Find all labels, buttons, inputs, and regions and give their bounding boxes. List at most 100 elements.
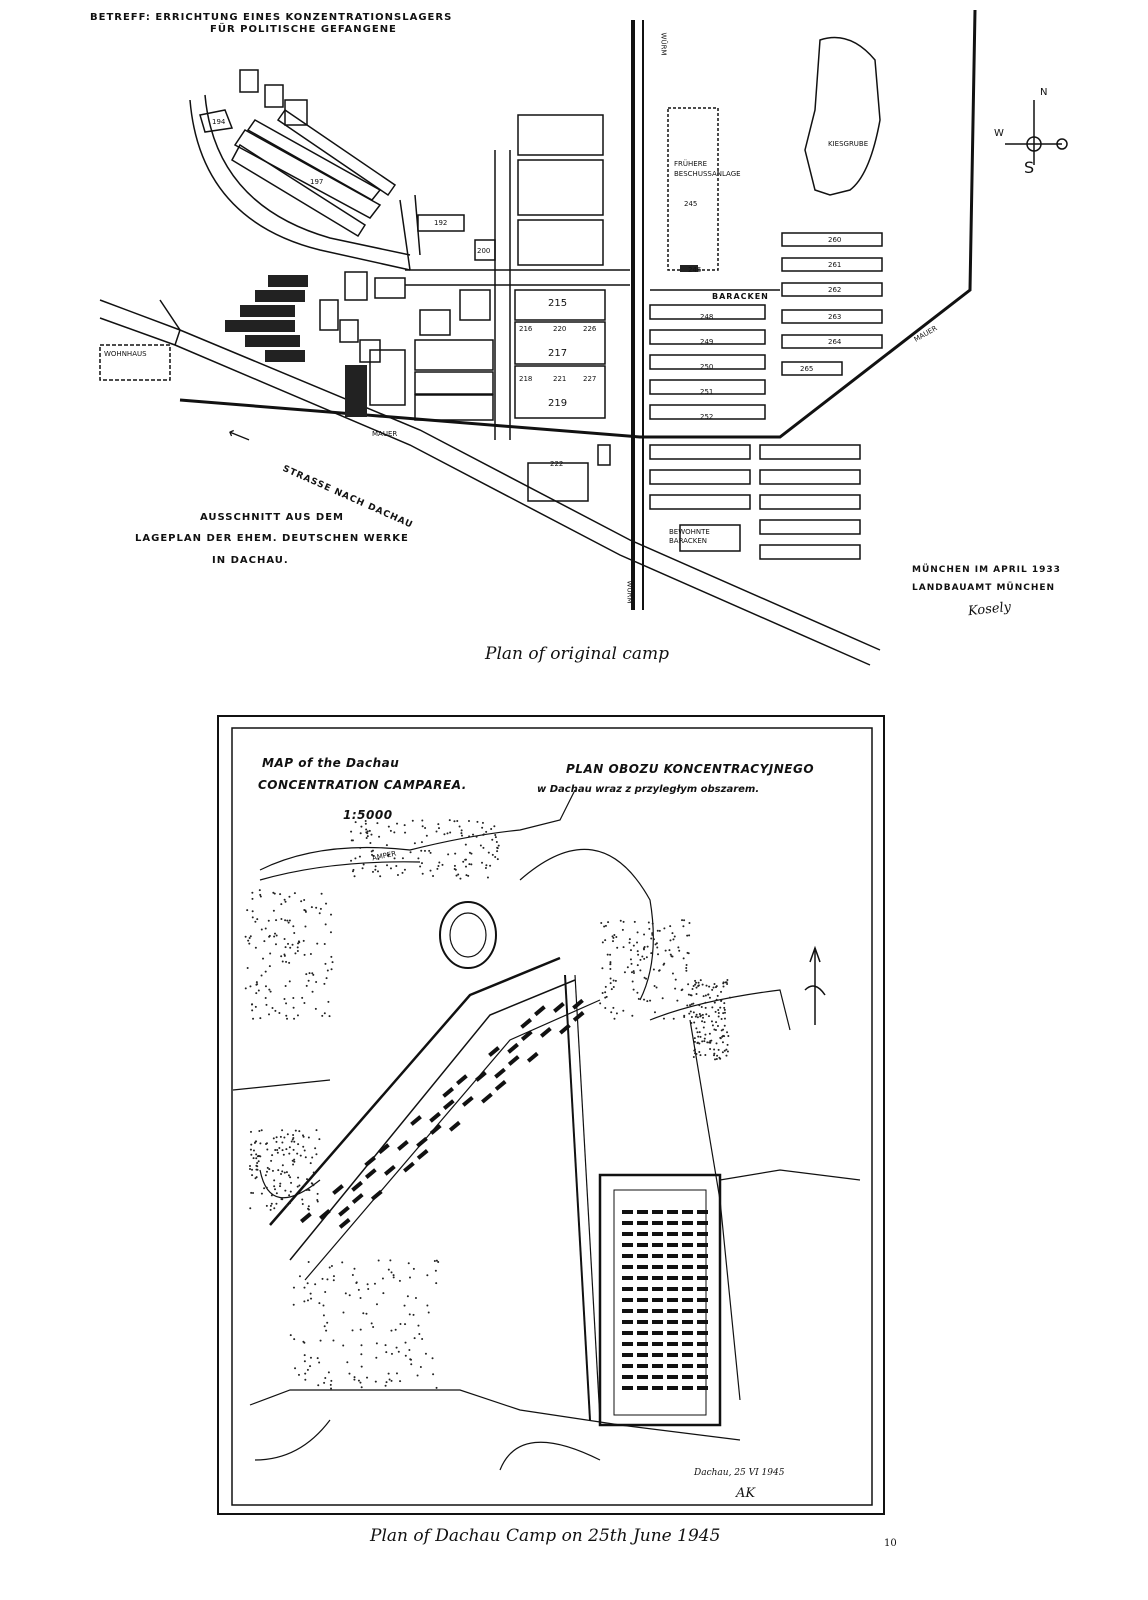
tree-dot xyxy=(278,1011,281,1014)
tree-dot xyxy=(671,972,674,975)
excerpt-line-1: AUSSCHNITT AUS DEM xyxy=(200,512,344,523)
tree-dot xyxy=(421,1337,424,1340)
tree-dot xyxy=(426,1274,429,1277)
building-block xyxy=(481,1092,493,1104)
tree-dot xyxy=(373,1282,376,1285)
tree-dot xyxy=(421,872,424,875)
tree-dot xyxy=(650,952,653,955)
tree-dot xyxy=(251,1009,254,1012)
tree-dot xyxy=(707,1015,710,1018)
tree-dot xyxy=(252,1157,255,1160)
tree-dot xyxy=(697,984,700,987)
tree-dot xyxy=(316,1357,319,1360)
tree-dot xyxy=(641,955,644,958)
tree-dot xyxy=(482,846,485,849)
tree-dot xyxy=(304,925,307,928)
building-216: 216 xyxy=(519,325,533,333)
tree-dot xyxy=(427,1311,430,1314)
tree-dot xyxy=(273,1207,276,1210)
tree-dot xyxy=(674,987,677,990)
tree-dot xyxy=(603,925,606,928)
tree-dot xyxy=(309,1356,312,1359)
wurm-label-top: WÜRM xyxy=(659,32,668,56)
tree-dot xyxy=(350,859,353,862)
barrack-block xyxy=(682,1331,693,1335)
building-263: 263 xyxy=(828,313,842,321)
tree-dot xyxy=(717,1015,720,1018)
tree-dot xyxy=(296,946,299,949)
tree-dot xyxy=(646,1000,649,1003)
tree-dot xyxy=(609,967,612,970)
building-262: 262 xyxy=(828,286,842,294)
tree-dot xyxy=(636,964,639,967)
tree-dot xyxy=(284,1189,287,1192)
tree-dot xyxy=(723,1002,726,1005)
tree-dot xyxy=(715,1042,718,1045)
tree-dot xyxy=(311,990,314,993)
tree-dot xyxy=(390,1271,393,1274)
tree-dot xyxy=(712,1054,715,1057)
tree-dot xyxy=(476,820,479,823)
building-block xyxy=(338,1205,350,1217)
tree-dot xyxy=(423,849,426,852)
barrack-block xyxy=(622,1210,633,1214)
tree-dot xyxy=(384,1384,387,1387)
tree-dot xyxy=(688,1012,691,1015)
building-block xyxy=(494,1080,507,1091)
tree-dot xyxy=(286,919,289,922)
tree-dot xyxy=(655,942,658,945)
tree-dot xyxy=(310,906,313,909)
tree-dot xyxy=(720,1029,723,1032)
tree-dot xyxy=(643,957,646,960)
building-block xyxy=(397,1140,409,1151)
inhabited-barracks-label-1: BEWOHNTE xyxy=(669,528,710,536)
tree-dot xyxy=(360,1365,363,1368)
tree-dot xyxy=(319,907,322,910)
barrack-block xyxy=(667,1243,678,1247)
road-line-lower xyxy=(99,317,871,666)
tree-dot xyxy=(249,1207,252,1210)
tree-dot xyxy=(260,1192,263,1195)
tree-dot xyxy=(485,830,488,833)
barrack-block xyxy=(652,1375,663,1379)
tree-dot xyxy=(283,997,286,1000)
tree-dot xyxy=(291,1138,294,1141)
tree-dot xyxy=(435,830,438,833)
tree-dot xyxy=(412,1313,415,1316)
tree-dot xyxy=(271,1154,274,1157)
building-block xyxy=(488,1046,500,1057)
tree-dot xyxy=(293,1017,296,1020)
tree-dot xyxy=(275,1202,278,1205)
tree-dot xyxy=(258,1155,261,1158)
tree-dot xyxy=(632,970,635,973)
tree-dot xyxy=(487,851,490,854)
building-200: 200 xyxy=(477,247,491,255)
subject-line-1: BETREFF: ERRICHTUNG EINES KONZENTRATIONS… xyxy=(90,12,453,23)
tree-dot xyxy=(354,821,357,824)
tree-dot xyxy=(302,939,305,942)
tree-dot xyxy=(359,1328,362,1331)
tree-dot xyxy=(630,971,633,974)
tree-dot xyxy=(609,982,612,985)
tree-dot xyxy=(269,1208,272,1211)
tree-dot xyxy=(656,946,659,949)
tree-dot xyxy=(325,902,328,905)
tree-dot xyxy=(255,992,258,995)
tree-dot xyxy=(670,955,673,958)
tree-dot xyxy=(303,953,306,956)
barrack-block xyxy=(682,1320,693,1324)
tree-dot xyxy=(348,1294,351,1297)
tree-dot xyxy=(310,1297,313,1300)
tree-dot xyxy=(283,898,286,901)
tree-dot xyxy=(637,953,640,956)
tree-dot xyxy=(615,936,618,939)
barrack-block xyxy=(622,1287,633,1291)
tree-dot xyxy=(332,1275,335,1278)
barrack-block xyxy=(682,1221,693,1225)
tree-dot xyxy=(697,981,700,984)
tree-dot xyxy=(360,1353,363,1356)
stadium-outer xyxy=(439,901,497,969)
tree-dot xyxy=(705,984,708,987)
tree-dot xyxy=(378,835,381,838)
tree-dot xyxy=(318,912,321,915)
